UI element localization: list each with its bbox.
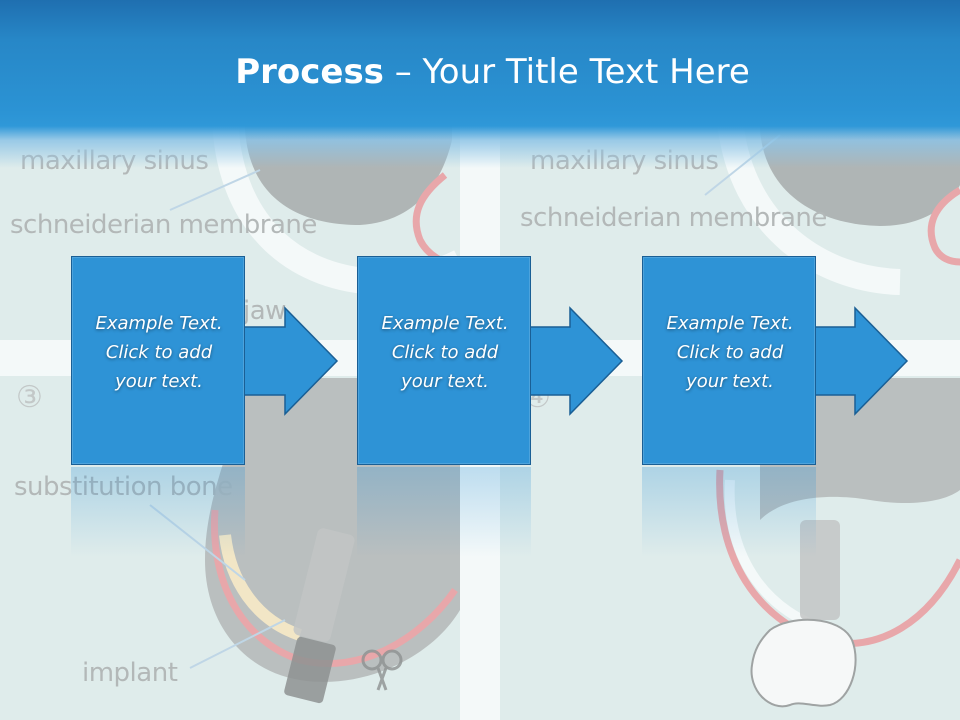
- step-3-line-2: Click to add: [676, 342, 784, 363]
- step-2-text[interactable]: Example Text. Click to add your text.: [358, 309, 532, 396]
- right-arrow-icon: [240, 306, 339, 416]
- step-3-reflection: [642, 467, 816, 557]
- bg-label-jaw: jaw: [243, 296, 286, 326]
- implant-screw-icon: [284, 528, 355, 704]
- scissors-icon: [361, 649, 403, 691]
- process-step-3[interactable]: Example Text. Click to add your text.: [642, 256, 912, 466]
- title-bold: Process: [235, 52, 384, 92]
- step-1-text[interactable]: Example Text. Click to add your text.: [72, 309, 246, 396]
- slide-title[interactable]: Process – Your Title Text Here: [0, 52, 960, 92]
- step-3-line-1: Example Text.: [666, 313, 794, 334]
- step-3-line-3: your text.: [686, 371, 774, 392]
- step-2-line-1: Example Text.: [381, 313, 509, 334]
- step-1-reflection: [71, 467, 245, 557]
- bg-label-implant: implant: [82, 658, 178, 688]
- bg-label-schneiderian-membrane: schneiderian membrane: [10, 210, 317, 240]
- step-3-text[interactable]: Example Text. Click to add your text.: [643, 309, 817, 396]
- step-3-box[interactable]: Example Text. Click to add your text.: [642, 256, 816, 465]
- implant-screw-icon: [800, 520, 840, 620]
- step-1-box[interactable]: Example Text. Click to add your text.: [71, 256, 245, 465]
- step-2-line-2: Click to add: [391, 342, 499, 363]
- process-step-1[interactable]: Example Text. Click to add your text.: [71, 256, 341, 466]
- step-2-line-3: your text.: [401, 371, 489, 392]
- step-2-box[interactable]: Example Text. Click to add your text.: [357, 256, 531, 465]
- step-2-reflection: [357, 467, 531, 557]
- step-1-line-2: Click to add: [105, 342, 213, 363]
- step-1-line-3: your text.: [115, 371, 203, 392]
- title-rest: – Your Title Text Here: [383, 52, 750, 92]
- process-step-2[interactable]: Example Text. Click to add your text.: [357, 256, 627, 466]
- bg-label-substitution-bone: substitution bone: [14, 472, 233, 502]
- right-arrow-icon: [526, 306, 624, 416]
- header-band: Process – Your Title Text Here: [0, 0, 960, 168]
- bg-label-step-3: ③: [16, 380, 43, 415]
- right-arrow-icon: [811, 306, 909, 416]
- bg-label-schneiderian-membrane-right: schneiderian membrane: [520, 203, 827, 233]
- tooth-crown-icon: [750, 618, 857, 708]
- step-1-line-1: Example Text.: [95, 313, 223, 334]
